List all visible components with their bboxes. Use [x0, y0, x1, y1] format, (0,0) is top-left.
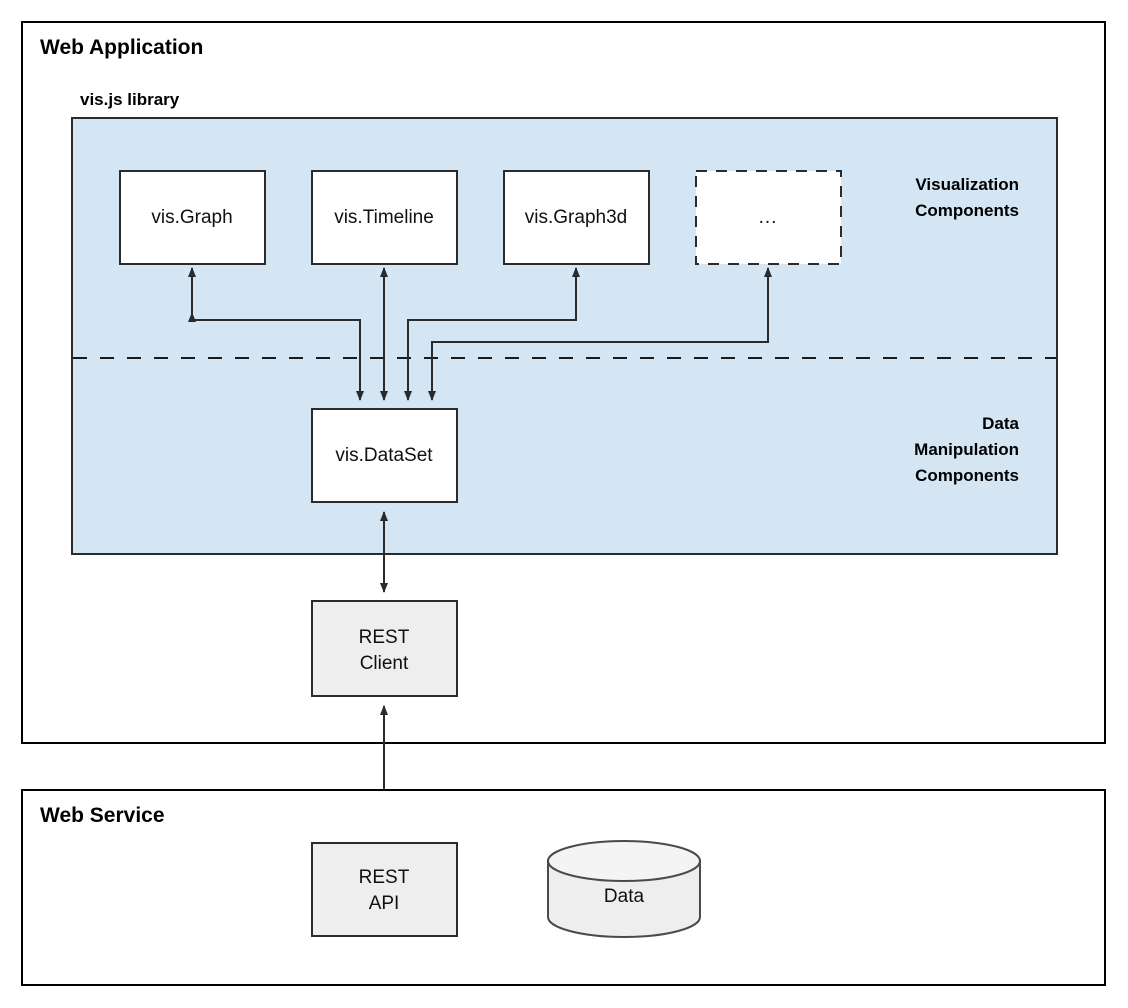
- component-vis-timeline[interactable]: vis.Timeline: [311, 170, 458, 265]
- visualization-zone-label: Visualization Components: [915, 175, 1019, 220]
- web-service-title: Web Service: [40, 804, 165, 827]
- component-vis-dataset-label: vis.DataSet: [335, 445, 433, 466]
- connector-more-dataset: [431, 268, 769, 394]
- node-rest-client-line1: REST: [359, 627, 410, 648]
- svg-text:Data: Data: [982, 414, 1019, 433]
- node-rest-api-line1: REST: [359, 867, 410, 888]
- node-rest-api[interactable]: REST API: [311, 842, 458, 937]
- vis-library-title: vis.js library: [80, 90, 180, 109]
- component-more[interactable]: ...: [695, 170, 842, 265]
- component-vis-graph3d[interactable]: vis.Graph3d: [503, 170, 650, 265]
- component-vis-graph-label: vis.Graph: [151, 207, 232, 228]
- component-vis-graph[interactable]: vis.Graph: [119, 170, 266, 265]
- svg-text:Visualization: Visualization: [915, 175, 1019, 194]
- data-manipulation-zone-label: Data Manipulation Components: [914, 414, 1019, 485]
- node-rest-client-line2: Client: [360, 653, 409, 674]
- node-rest-api-line2: API: [369, 893, 400, 914]
- node-data-store[interactable]: Data: [547, 840, 701, 938]
- component-vis-timeline-label: vis.Timeline: [334, 207, 434, 228]
- node-rest-client[interactable]: REST Client: [311, 600, 458, 697]
- node-data-store-label: Data: [604, 886, 645, 907]
- connector-vis-graph3d-dataset: [407, 268, 577, 394]
- component-vis-dataset[interactable]: vis.DataSet: [311, 408, 458, 503]
- component-more-label: ...: [759, 207, 778, 228]
- svg-text:Components: Components: [915, 201, 1019, 220]
- component-vis-graph3d-label: vis.Graph3d: [525, 207, 627, 228]
- connector-vis-graph-dataset: [191, 268, 361, 394]
- svg-text:Components: Components: [915, 466, 1019, 485]
- web-application-title: Web Application: [40, 36, 203, 59]
- svg-text:Manipulation: Manipulation: [914, 440, 1019, 459]
